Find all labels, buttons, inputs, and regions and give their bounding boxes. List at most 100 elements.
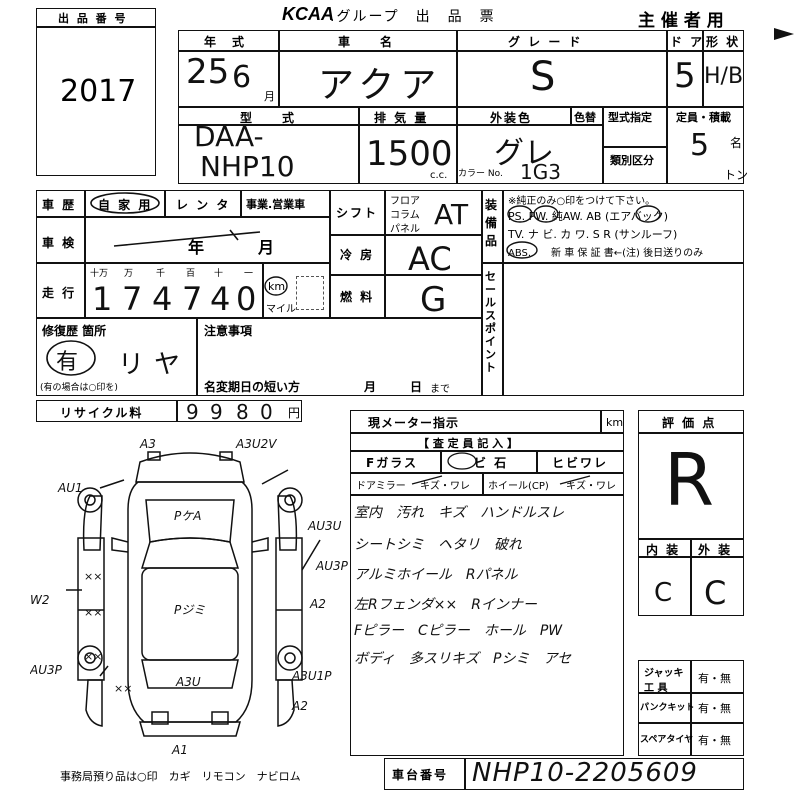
crack-label: ヒビワレ — [552, 456, 609, 470]
inspection-year: 年 — [188, 238, 207, 257]
note-line-3: アルミホイール Rパネル — [354, 567, 518, 583]
car-name-value: アクア — [318, 65, 443, 106]
recycle-digit-2: 8 — [236, 400, 249, 424]
person-label: 名 — [730, 136, 743, 150]
aircon-label: 冷 房 — [340, 248, 375, 262]
digit-unit-0: 十万 — [90, 269, 109, 279]
office-items-note: 事務局預り品は○印 カギ リモコン ナビロム — [60, 770, 301, 783]
inspection-label: 車 検 — [42, 236, 77, 250]
repair-text-value: リヤ — [118, 350, 191, 380]
equipment-line3: ABS. 新 車 保 証 書←(注) 後日送りのみ — [508, 248, 704, 259]
grade-value: S — [530, 54, 556, 100]
doors-value: 5 — [674, 56, 696, 96]
repair-note: (有の場合は○印を) — [40, 383, 118, 393]
repair-yes-circle — [46, 340, 96, 376]
history-table — [36, 190, 330, 318]
diagram-label-au3p-left: AU3P — [30, 663, 63, 677]
diagram-label-a3u2v: A3U2V — [235, 437, 277, 451]
rating-label: 評 価 点 — [662, 416, 717, 430]
note-line-5: Fピラー Cピラー ホール PW — [354, 623, 563, 639]
month-value: 6 — [232, 60, 252, 95]
name-change-day: 日 — [410, 380, 425, 394]
equipment-table — [482, 190, 744, 396]
mileage-digit-4: 4 — [210, 280, 231, 318]
exterior-color-value: グレ — [494, 136, 554, 171]
capacity-label: 定員・積載 — [676, 111, 731, 124]
digit-unit-1: 万 — [124, 269, 134, 279]
lot-number-box — [36, 8, 156, 176]
name-change-until: まで — [430, 384, 450, 395]
displacement-label: 排 気 量 — [374, 111, 429, 125]
cc-label: c.c. — [430, 170, 448, 181]
diagram-label-w2: W2 — [30, 593, 50, 607]
diagram-label-a1: A1 — [171, 743, 188, 757]
svg-text:××: ×× — [114, 682, 132, 695]
rating-value: R — [664, 438, 715, 522]
digit-unit-3: 百 — [186, 269, 196, 279]
header-title: .グループ 出 品 票 — [330, 9, 496, 25]
lot-number-label: 出 品 番 号 — [58, 12, 128, 25]
chassis-table — [384, 758, 744, 790]
history-business: 事業.営業車 — [246, 198, 306, 211]
digit-unit-5: 一 — [244, 269, 254, 279]
equipment-line1: PS. PW. 純AW. AB (エアバック) — [508, 210, 669, 223]
puncture-kit-yes-no: 有・無 — [698, 702, 731, 715]
diagram-label-a2-rear: A2 — [291, 699, 308, 713]
inspector-table — [350, 410, 624, 756]
diagram-label-roof: Pジミ — [174, 603, 205, 617]
meter-label: 現メーター指示 — [368, 416, 460, 430]
repair-label: 修復歴 箇所 — [42, 324, 107, 338]
mile-unit: マイル — [266, 304, 296, 315]
fuel-label: 燃 料 — [340, 290, 375, 304]
body-shape-value: H/B — [704, 64, 744, 89]
model-designation-label: 型式指定 — [608, 111, 652, 124]
exterior-label: 外 装 — [698, 543, 733, 557]
aircon-value: AC — [408, 240, 452, 278]
year-label: 年 式 — [204, 35, 247, 49]
equipment-circle-marks — [506, 205, 661, 259]
organizer-label: 主 催 者 用 — [638, 11, 724, 31]
name-change-month: 月 — [364, 380, 379, 394]
sales-point-label: セ ー ル ス ポ イ ン ト — [485, 270, 496, 374]
interior-value: C — [654, 578, 673, 608]
body-shape-label: 形 状 — [706, 35, 741, 49]
mileage-digit-5: 0 — [236, 280, 257, 318]
shift-opt-floor: フロア — [390, 196, 420, 207]
digit-unit-4: 十 — [214, 269, 224, 279]
recycle-label: リサイクル料 — [60, 406, 144, 420]
jack-label: ジャッキ 工 具 — [644, 668, 684, 694]
year-value: 25 — [186, 52, 230, 92]
notes-label: 注意事項 — [204, 324, 253, 338]
note-line-1: 室内 汚れ キズ ハンドルスレ — [354, 505, 564, 521]
arrow-marker-icon — [774, 28, 794, 40]
svg-text:××: ×× — [84, 650, 102, 663]
svg-text:××: ×× — [84, 606, 102, 619]
history-private: 自 家 用 — [98, 198, 153, 212]
exterior-color-label: 外装色 — [490, 111, 533, 125]
yen-unit: 円 — [288, 406, 301, 420]
inspection-month: 月 — [258, 238, 277, 257]
diagram-label-hood: PケA — [174, 509, 201, 523]
interior-label: 内 装 — [646, 543, 681, 557]
mileage-digit-0: 1 — [92, 280, 113, 318]
diagram-label-a3: A3 — [139, 437, 156, 451]
exterior-value: C — [704, 574, 727, 612]
lot-number: 2017 — [60, 74, 137, 109]
color-no-value: 1G3 — [520, 160, 561, 184]
repair-table — [36, 318, 482, 396]
shift-opt-column: コラム — [390, 210, 420, 221]
diagram-label-au1: AU1 — [57, 481, 83, 495]
grade-label: グ レ ー ド — [508, 35, 583, 49]
doors-label: ド ア — [670, 35, 705, 49]
model-value-line2: NHP10 — [200, 150, 295, 183]
car-name-label: 車 名 — [338, 35, 395, 49]
recycle-digit-1: 9 — [210, 400, 223, 424]
recycle-table — [36, 400, 302, 422]
inspection-strike-mark — [113, 229, 261, 247]
month-char: 月 — [264, 90, 275, 103]
shift-value: AT — [434, 198, 469, 231]
diagram-label-au3u: AU3U — [307, 519, 342, 533]
shift-table — [330, 190, 482, 318]
note-line-2: シートシミ ヘタリ 破れ — [354, 537, 522, 553]
note-line-4: 左Rフェンダ×× Rインナー — [354, 597, 537, 613]
